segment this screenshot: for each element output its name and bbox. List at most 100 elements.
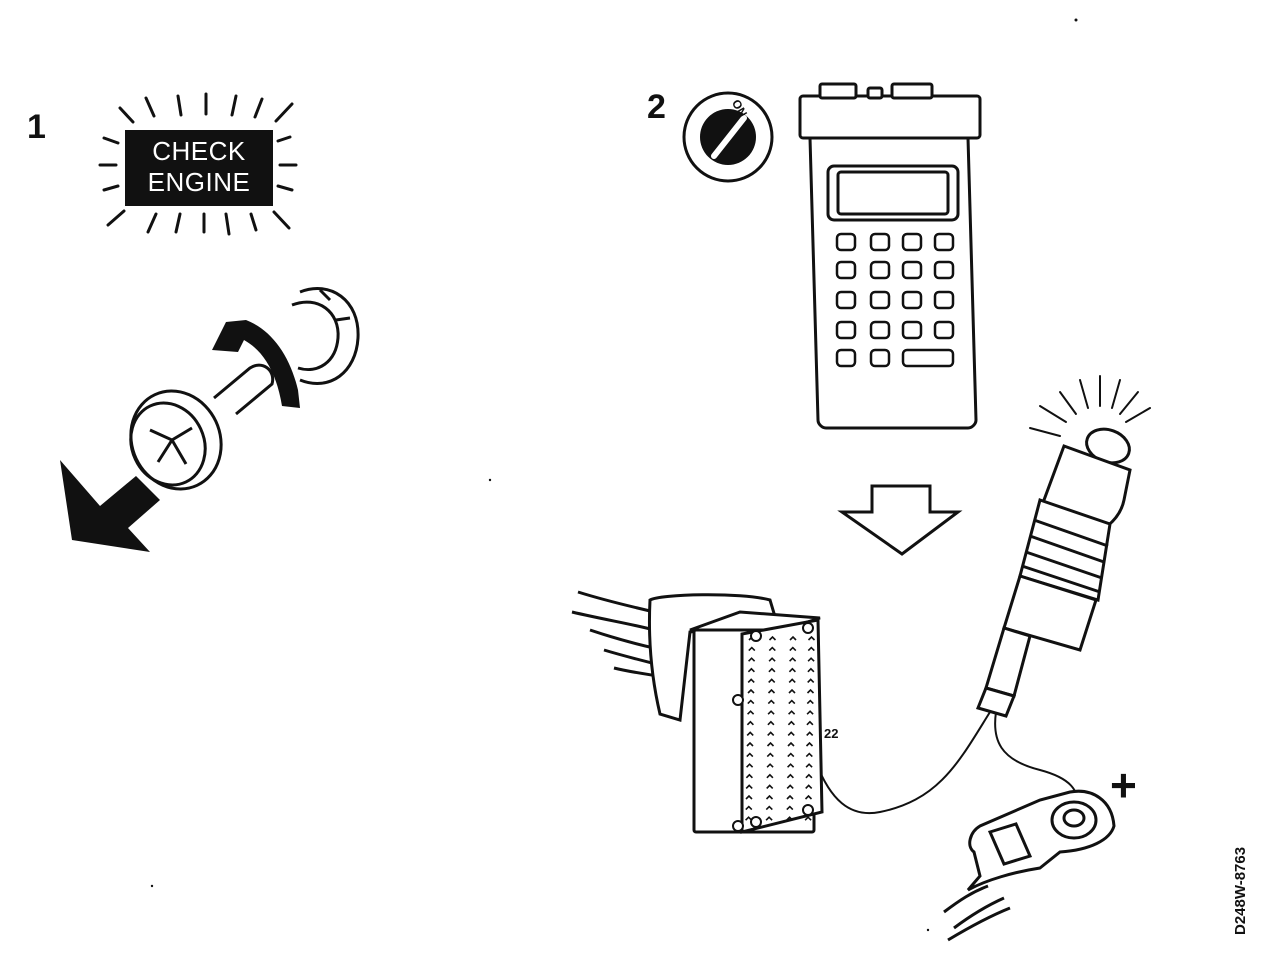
connector-pin bbox=[747, 688, 755, 694]
connector-pin bbox=[786, 784, 794, 789]
connector-pin bbox=[768, 667, 776, 673]
keypad-key bbox=[835, 232, 857, 252]
test-lamp-rays bbox=[1029, 375, 1151, 437]
connector-pin bbox=[786, 794, 794, 800]
speck bbox=[150, 884, 154, 888]
connector-pin bbox=[788, 688, 796, 694]
positive-terminal-symbol: + bbox=[1110, 759, 1137, 811]
connector-pin bbox=[786, 805, 794, 811]
connector-pin bbox=[747, 678, 755, 683]
lamp-text-line-1: CHECK bbox=[152, 136, 246, 166]
connector-screw bbox=[802, 622, 814, 634]
connector-pin bbox=[807, 657, 815, 662]
speck bbox=[1074, 18, 1078, 22]
connector-pin bbox=[767, 699, 775, 705]
connector-pin bbox=[747, 710, 755, 715]
connector-pin bbox=[767, 720, 775, 726]
step-2-number: 2 bbox=[647, 88, 666, 126]
connector-pin bbox=[788, 667, 796, 673]
lamp-rays bbox=[98, 92, 298, 236]
lamp-text-line-2: ENGINE bbox=[147, 167, 251, 197]
keypad-key bbox=[835, 320, 857, 340]
connector-pin bbox=[804, 816, 812, 821]
connector-pin bbox=[807, 667, 815, 673]
connector-screw bbox=[750, 630, 762, 642]
keypad-key bbox=[869, 260, 891, 280]
keypad-wide-key bbox=[901, 348, 955, 368]
connector-screw bbox=[732, 820, 744, 832]
connector-screw bbox=[802, 804, 814, 816]
harness-wires bbox=[571, 590, 659, 678]
connector-pin bbox=[765, 794, 774, 800]
connector-pin bbox=[789, 635, 797, 641]
connector-pin bbox=[767, 710, 775, 715]
rotate-arrow-icon bbox=[212, 320, 300, 408]
check-engine-lamp: CHECK ENGINE bbox=[125, 130, 273, 206]
keypad-key bbox=[901, 260, 923, 280]
test-lamp bbox=[975, 427, 1132, 718]
connector-pin bbox=[746, 741, 754, 747]
keypad-key bbox=[901, 232, 923, 252]
connector-pin bbox=[787, 741, 795, 747]
connector-pin bbox=[806, 699, 814, 705]
speck bbox=[488, 478, 492, 482]
keypad-key bbox=[933, 320, 955, 340]
connector-pin bbox=[788, 699, 796, 705]
keypad-key bbox=[933, 232, 955, 252]
connector-pin bbox=[806, 731, 814, 736]
connector-pin bbox=[748, 646, 756, 652]
bulb-glass bbox=[213, 363, 275, 416]
connector-pin bbox=[745, 784, 753, 789]
connector-pin bbox=[807, 646, 815, 652]
keypad-key bbox=[869, 290, 891, 310]
connector-screw bbox=[732, 694, 744, 706]
speck bbox=[926, 928, 930, 932]
connector-pin bbox=[788, 678, 796, 683]
connector-pin-label: 22 bbox=[824, 726, 839, 741]
connector-pin bbox=[745, 773, 753, 779]
connector-pin bbox=[786, 773, 794, 779]
keypad-key bbox=[835, 290, 857, 310]
connector-screw bbox=[750, 816, 762, 828]
test-wires bbox=[799, 711, 1080, 815]
keypad-key bbox=[835, 260, 857, 280]
keypad-key bbox=[869, 232, 891, 252]
connector-pin bbox=[745, 805, 753, 811]
connector-pin bbox=[805, 741, 814, 747]
connector-pin bbox=[806, 710, 814, 715]
connector-pin bbox=[768, 646, 776, 652]
bulb-socket-illustration bbox=[129, 287, 360, 491]
ecm-connector bbox=[647, 593, 824, 834]
scan-tool-keypad bbox=[835, 232, 955, 368]
connector-pin bbox=[768, 635, 777, 641]
connector-pin bbox=[746, 720, 754, 726]
keypad-key bbox=[869, 320, 891, 340]
connector-pin bbox=[767, 688, 776, 694]
keypad-key bbox=[901, 320, 923, 340]
connector-pin bbox=[806, 688, 815, 694]
connector-pin bbox=[804, 794, 813, 800]
connector-pin bbox=[766, 752, 774, 758]
connector-pin bbox=[767, 731, 775, 736]
connector-pin bbox=[746, 763, 754, 768]
keypad-key bbox=[869, 348, 891, 368]
connector-pin bbox=[787, 720, 795, 726]
connector-pin bbox=[805, 784, 813, 789]
connector-pin bbox=[748, 657, 756, 662]
connector-pin bbox=[746, 731, 754, 736]
keypad-key bbox=[933, 260, 955, 280]
figure-code: D248W-8763 bbox=[1232, 846, 1249, 935]
connector-pin bbox=[766, 763, 774, 768]
connector-pin bbox=[805, 752, 813, 758]
connector-pin bbox=[789, 657, 797, 662]
socket-ring bbox=[299, 287, 360, 385]
keypad-key bbox=[901, 290, 923, 310]
connector-pin bbox=[787, 731, 795, 736]
ignition-switch bbox=[682, 91, 774, 183]
connector-pin bbox=[806, 720, 814, 726]
down-arrow-icon bbox=[837, 484, 963, 556]
connector-pin bbox=[805, 763, 813, 768]
connector-pin bbox=[768, 678, 776, 683]
